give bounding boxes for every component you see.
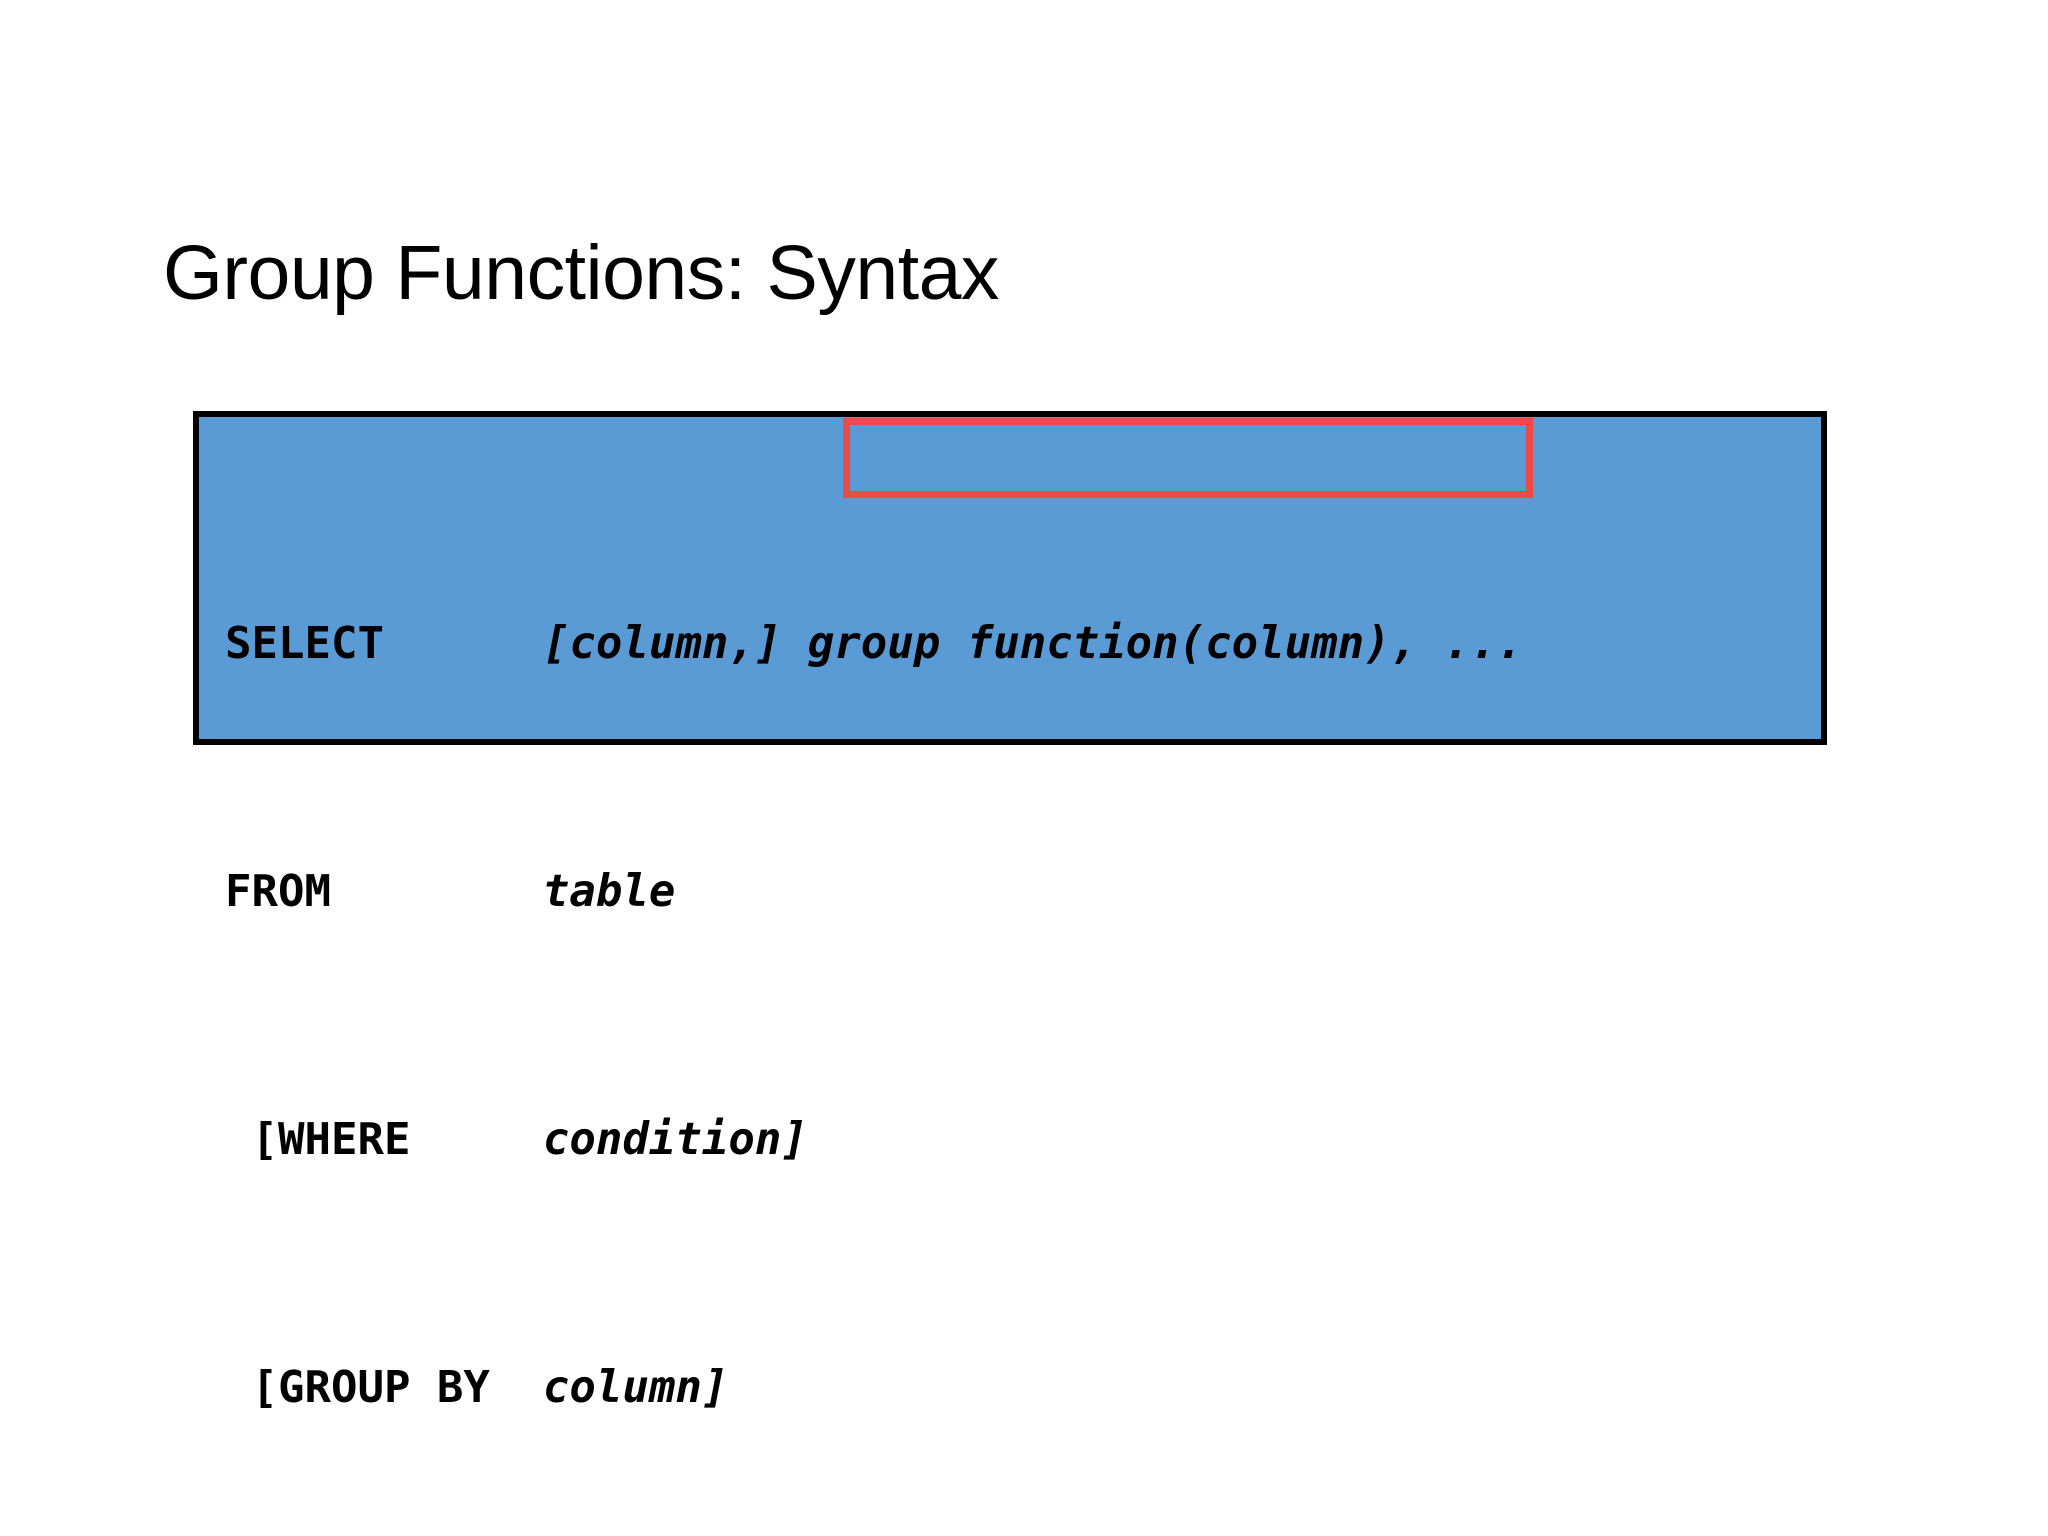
- sql-syntax-box: SELECT [column,] group function(column),…: [193, 411, 1827, 1413]
- code-value-condition: condition]: [542, 1114, 808, 1165]
- code-line-from: FROM table: [225, 861, 1523, 923]
- code-keyword-where: [WHERE: [225, 1114, 543, 1165]
- code-keyword-select: SELECT: [225, 618, 543, 669]
- code-value-group-by-column: column]: [542, 1362, 729, 1413]
- code-value-table: table: [542, 866, 676, 917]
- code-line-select: SELECT [column,] group function(column),…: [225, 613, 1523, 675]
- code-line-where: [WHERE condition]: [225, 1109, 1523, 1171]
- code-line-group-by: [GROUP BY column]: [225, 1357, 1523, 1419]
- sql-syntax-code: SELECT [column,] group function(column),…: [225, 427, 1523, 1536]
- page-title: Group Functions: Syntax: [163, 229, 999, 316]
- code-keyword-group-by: [GROUP BY: [225, 1362, 543, 1413]
- code-keyword-from: FROM: [225, 866, 543, 917]
- code-trailing-ellipsis: , ...: [1390, 618, 1524, 669]
- code-value-column: [column,]: [542, 618, 808, 669]
- code-highlighted-group-function: group function(column): [807, 618, 1391, 669]
